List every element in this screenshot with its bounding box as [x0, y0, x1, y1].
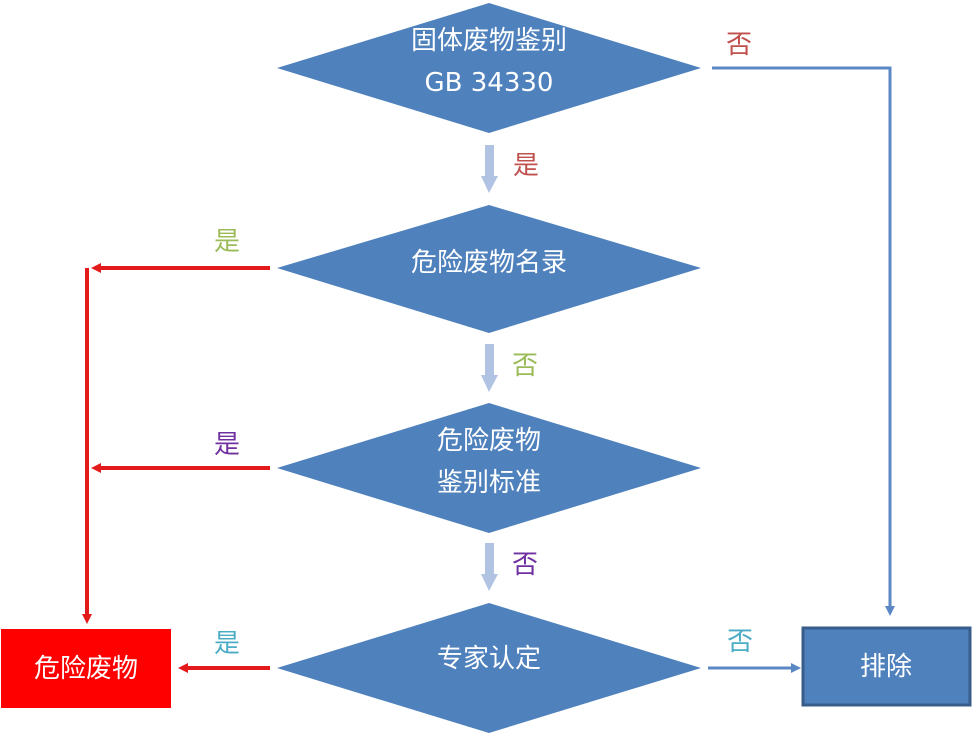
decision-diamond-hazard-list	[277, 205, 701, 333]
diamond4-text: 专家认定	[437, 644, 541, 674]
edge-label-d4-yes: 是	[214, 629, 240, 659]
edge-label-d2-no: 否	[512, 351, 538, 381]
decision-diamond-solid-waste	[277, 3, 701, 133]
diamond3-line2: 鉴别标准	[437, 468, 541, 498]
excluded-box	[801, 626, 972, 707]
blue-arrow-from-solid-waste	[712, 66, 895, 616]
diamond2-text: 危险废物名录	[411, 248, 567, 278]
edge-label-d2-yes: 是	[214, 227, 240, 257]
excluded-label: 排除	[860, 652, 912, 682]
edge-label-d3-yes: 是	[214, 430, 240, 460]
hazardous-waste-label: 危险废物	[34, 654, 138, 684]
edge-label-d1-yes: 是	[513, 151, 539, 181]
down-arrow-1	[481, 145, 498, 193]
edge-label-d3-no: 否	[512, 550, 538, 580]
diamond3-line1: 危险废物	[437, 426, 541, 456]
decision-diamond-hazard-standard	[277, 403, 701, 533]
down-arrow-2	[481, 344, 498, 392]
diamond1-line1: 固体废物鉴别	[411, 26, 567, 56]
diamond1-line2: GB 34330	[425, 68, 554, 98]
down-arrow-3	[481, 543, 498, 591]
hazardous-waste-box	[1, 629, 171, 708]
edge-label-d1-no: 否	[726, 30, 752, 60]
edge-label-d4-no: 否	[727, 627, 753, 657]
decision-diamond-expert	[277, 603, 701, 733]
